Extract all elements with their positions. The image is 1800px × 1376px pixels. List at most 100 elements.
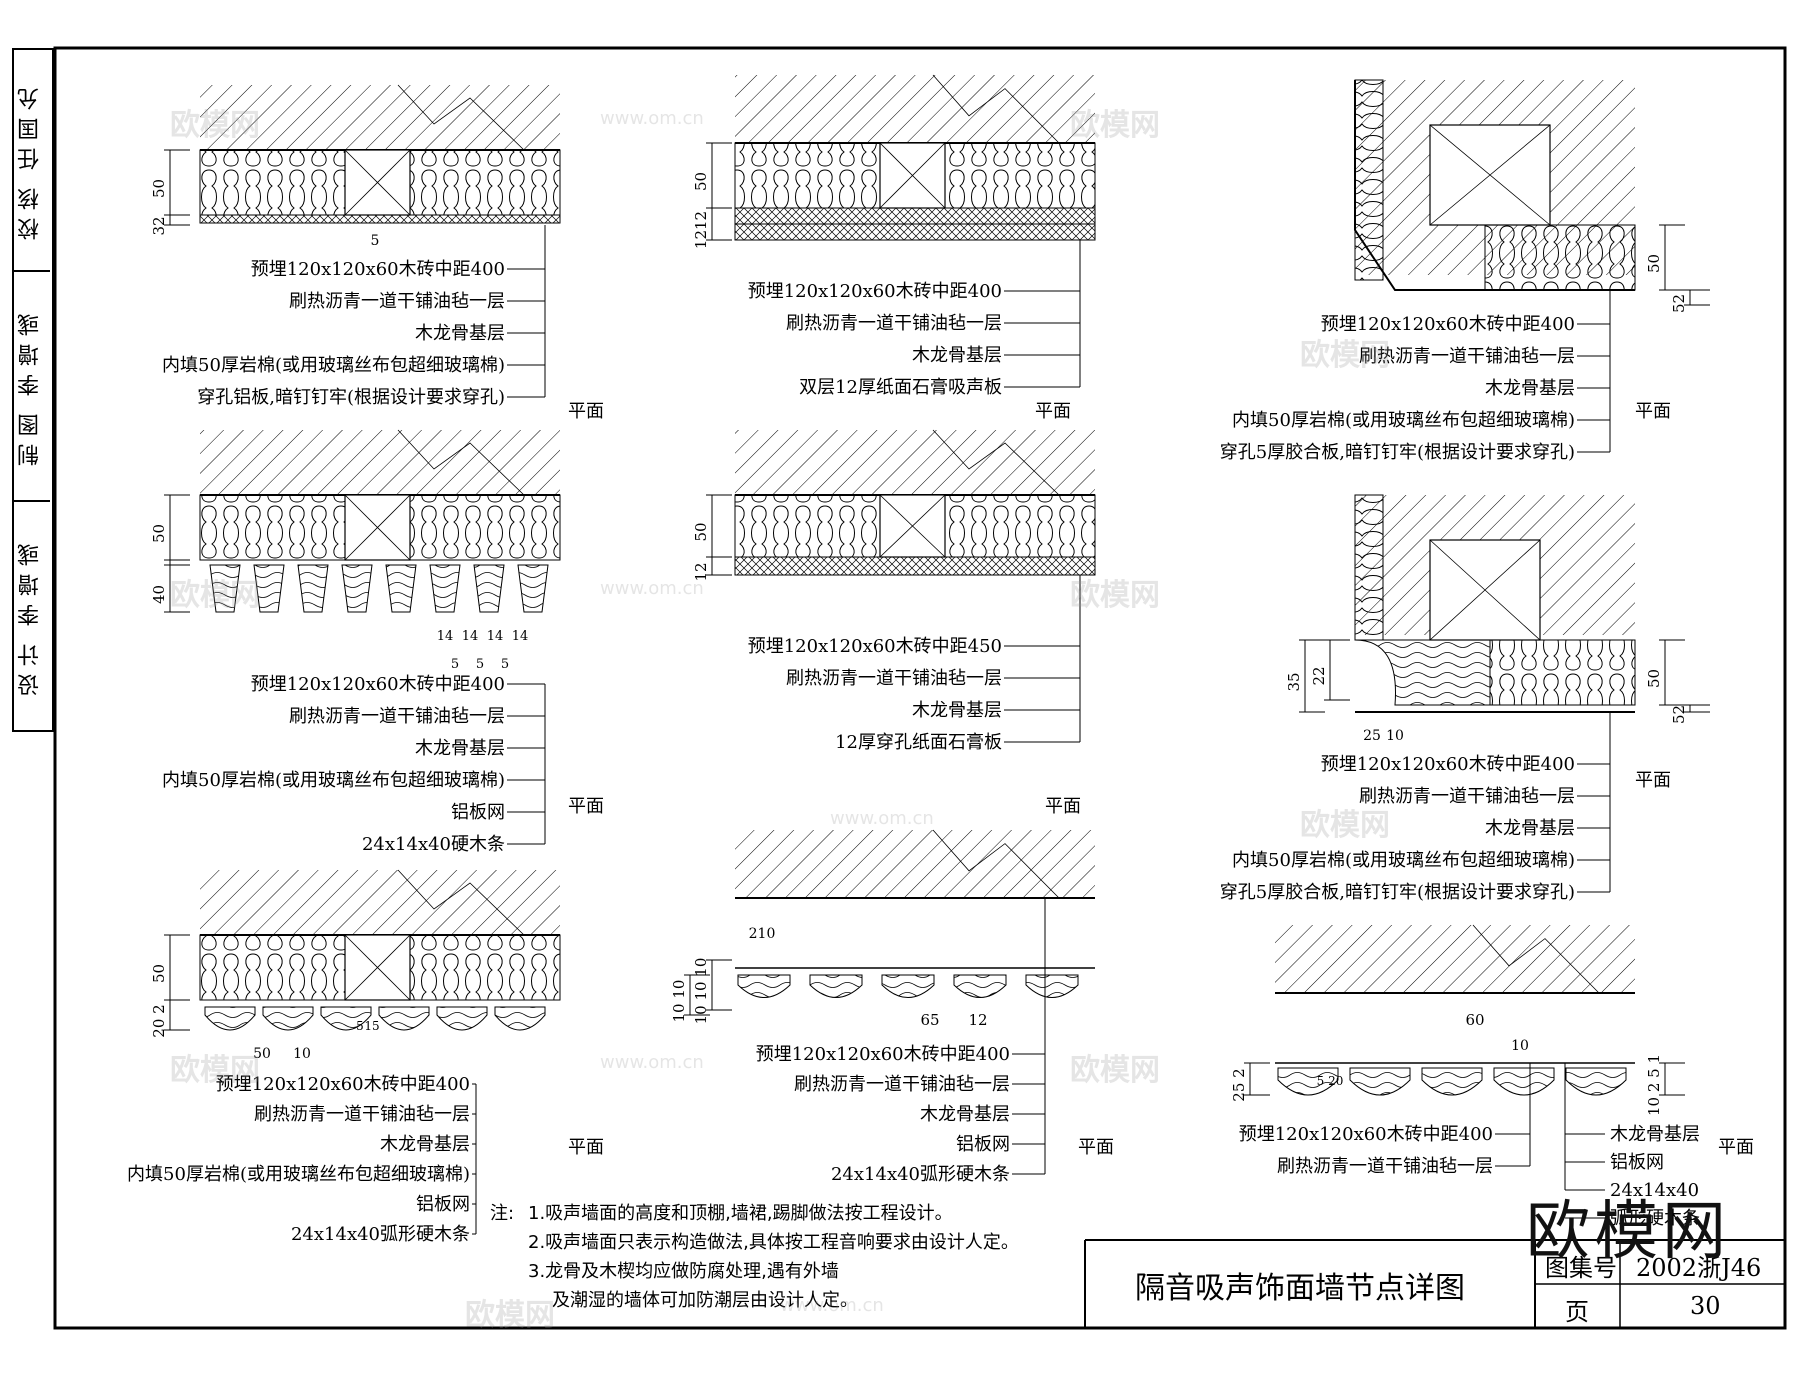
watermark: 欧模网 — [170, 1053, 260, 1088]
dimension-text: 14 — [437, 629, 454, 644]
callout-label: 24x14x40硬木条 — [362, 834, 505, 855]
callout-label: 木龙骨基层 — [415, 323, 505, 344]
checker-cell: 校核任国允 — [12, 48, 50, 270]
callout-label: 预埋120x120x60木砖中距400 — [216, 1074, 470, 1095]
arc-hardwood-slat — [204, 1006, 256, 1031]
watermark: 欧模网 — [1300, 808, 1390, 843]
watermark-url: www.om.cn — [830, 808, 934, 829]
page-number: 30 — [1690, 1292, 1721, 1320]
callout-label: 预埋120x120x60木砖中距400 — [756, 1044, 1010, 1065]
plan-label: 平面 — [1045, 796, 1081, 817]
break-line — [932, 829, 1060, 899]
callout-label: 24x14x40弧形硬木条 — [831, 1164, 1010, 1185]
arc-hardwood-slat — [262, 1006, 314, 1031]
gypsum-board-layer-2 — [734, 223, 1096, 241]
callout-label: 12厚穿孔纸面石膏板 — [835, 731, 1002, 753]
dimension-text: 52 — [1670, 294, 1688, 313]
plan-label: 平面 — [1635, 770, 1671, 791]
hardwood-slat — [473, 564, 505, 613]
dimension-text: 52 — [1670, 705, 1688, 724]
stud-cross — [879, 494, 946, 558]
note-line-1: 1.吸声墙面的高度和顶棚,墙裙,踢脚做法按工程设计。 — [528, 1203, 953, 1224]
arc-hardwood-slat — [809, 974, 863, 998]
watermark: 欧模网 — [1070, 108, 1160, 143]
dimension-text: 25 — [1363, 728, 1381, 744]
arc-hardwood-slat — [1421, 1067, 1483, 1096]
callout-label: 木龙骨基层 — [1485, 378, 1575, 399]
break-line — [397, 869, 525, 936]
dimension-text: 40 — [150, 585, 168, 604]
dimension-text: 50 — [253, 1046, 271, 1062]
wall-hatch — [735, 430, 1095, 495]
dimension-text: 10 — [1511, 1038, 1529, 1054]
dimension-text: 10 — [1386, 728, 1404, 744]
hardwood-slat — [253, 564, 285, 613]
hardwood-slat — [209, 564, 241, 613]
plywood-panel — [1354, 80, 1635, 291]
title-block-frame — [1084, 1239, 1785, 1328]
callout-label: 预埋120x120x60木砖中距400 — [748, 281, 1002, 302]
dimension-text: 12 — [968, 1011, 987, 1029]
watermark: 欧模网 — [1070, 578, 1160, 613]
callout-label: 木龙骨基层 — [1610, 1124, 1700, 1145]
arc-hardwood-slat — [378, 1006, 430, 1031]
sheet-border — [53, 46, 1787, 1330]
watermark-url: www.om.cn — [780, 1295, 884, 1316]
callout-label: 内填50厚岩棉(或用玻璃丝布包超细玻璃棉) — [127, 1164, 470, 1185]
wall-hatch — [735, 830, 1095, 898]
callout-label: 穿孔5厚胶合板,暗钉钉牢(根据设计要求穿孔) — [1220, 882, 1575, 903]
dimension-text: 10 10 — [670, 980, 688, 1023]
stud-cross — [344, 149, 411, 216]
atlas-label: 图集号 — [1545, 1254, 1617, 1282]
stud-cross — [1429, 124, 1551, 226]
dimension-text: 50 — [692, 522, 710, 541]
callout-label: 铝板网 — [451, 802, 505, 823]
dimension-text: 1212 — [692, 211, 710, 249]
arc-hardwood-slat — [953, 974, 1007, 998]
callout-label: 预埋120x120x60木砖中距400 — [1239, 1124, 1493, 1145]
dimension-text: 10 — [293, 1046, 311, 1062]
dimension-text: 25 2 — [1230, 1068, 1248, 1101]
arc-hardwood-slat — [737, 974, 791, 998]
dimension-text: 50 — [692, 172, 710, 191]
notes-prefix: 注: — [490, 1203, 515, 1224]
callout-label: 24x14x40弧形硬木条 — [291, 1224, 470, 1245]
watermark: 欧模网 — [1070, 1053, 1160, 1088]
break-line — [932, 74, 1060, 144]
insulation-layer — [1489, 639, 1636, 706]
detail-5: 5012预埋120x120x60木砖中距450刷热沥青一道干铺油毡一层木龙骨基层… — [692, 429, 1096, 817]
detail-1: 50325预埋120x120x60木砖中距400刷热沥青一道干铺油毡一层木龙骨基… — [150, 84, 604, 422]
dimension-text: 20 2 — [150, 1004, 168, 1037]
break-line — [397, 84, 525, 151]
note-line-4: 及潮湿的墙体可加防潮层由设计人定。 — [552, 1290, 858, 1311]
callout-label: 刷热沥青一道干铺油毡一层 — [794, 1074, 1010, 1095]
plan-label: 平面 — [1078, 1137, 1114, 1158]
watermark-url: www.om.cn — [600, 578, 704, 599]
wall-hatch — [735, 75, 1095, 143]
dimension-text: 50 — [150, 179, 168, 198]
callout-label: 内填50厚岩棉(或用玻璃丝布包超细玻璃棉) — [162, 770, 505, 791]
page-label: 页 — [1565, 1298, 1589, 1326]
insulation-layer — [1484, 224, 1636, 291]
atlas-number: 2002浙J46 — [1636, 1254, 1762, 1282]
perforated-gypsum-board — [734, 556, 1096, 576]
hardwood-slat — [429, 564, 461, 613]
dimension-text: 12 — [692, 562, 710, 581]
arc-hardwood-slat — [1493, 1067, 1555, 1096]
detail-3: 5052预埋120x120x60木砖中距400刷热沥青一道干铺油毡一层木龙骨基层… — [1220, 79, 1710, 463]
break-line — [1472, 924, 1600, 994]
break-line — [932, 429, 1060, 496]
callout-label: 刷热沥青一道干铺油毡一层 — [1359, 786, 1575, 807]
gypsum-board-layer-1 — [734, 207, 1096, 225]
callout-label: 24x14x40 — [1610, 1180, 1699, 1201]
arc-hardwood-slat — [436, 1006, 488, 1031]
arc-hardwood-slat — [1349, 1067, 1411, 1096]
callout-label: 弧形硬木条 — [1610, 1208, 1700, 1229]
dimension-text: 5 — [501, 657, 509, 672]
stud-cross — [344, 494, 411, 561]
callout-label: 穿孔5厚胶合板,暗钉钉牢(根据设计要求穿孔) — [1220, 442, 1575, 463]
dimension-text: 5 20 — [1317, 1074, 1344, 1088]
